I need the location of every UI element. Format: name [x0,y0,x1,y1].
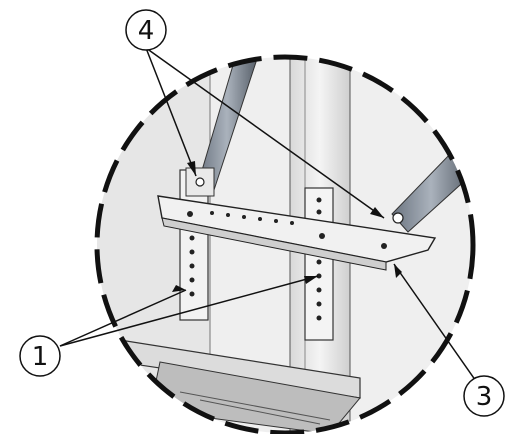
callout-3-circle [463,375,505,417]
callout-1: 1 [19,335,61,377]
cross-beam [157,195,437,263]
callout-4: 4 [125,9,167,51]
callout-1-circle [19,335,61,377]
callout-3: 3 [463,375,505,417]
detail-circle [94,54,476,434]
leader-lines [59,47,479,385]
arrowheads [172,161,402,292]
callout-4-label: 4 [138,16,155,46]
callout-3-label: 3 [476,382,493,412]
magnified-detail [97,57,473,433]
right-upright-holes [316,197,322,321]
left-upright-holes [189,235,195,297]
cross-beam-holes [187,211,387,249]
callout-1-label: 1 [32,342,49,372]
callout-4-circle [125,9,167,51]
